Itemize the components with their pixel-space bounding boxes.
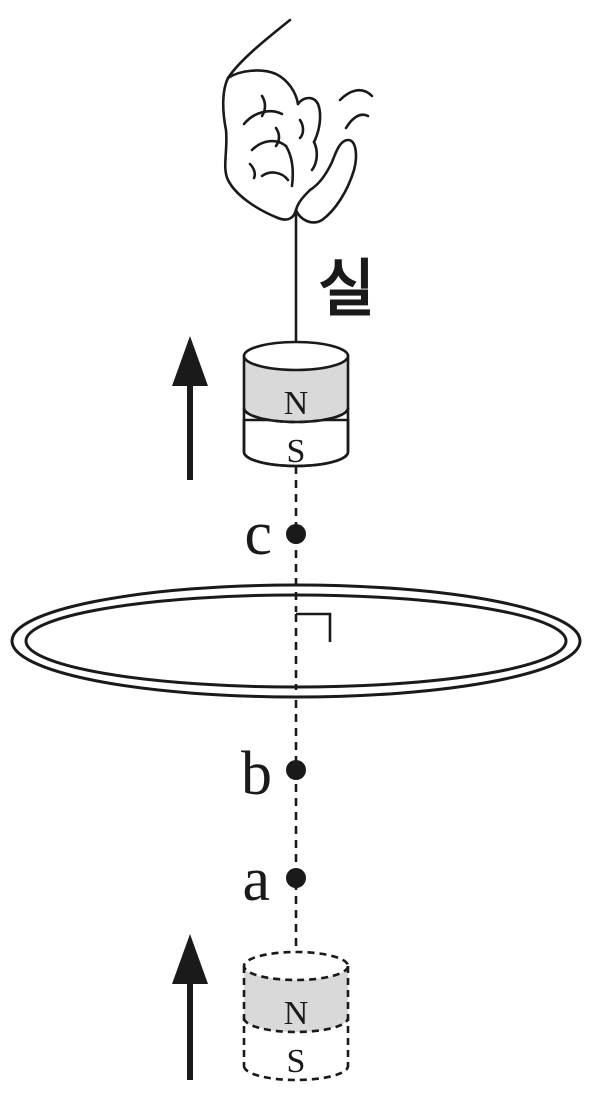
top-magnet: N S	[242, 340, 350, 470]
point-a-dot	[286, 868, 306, 888]
point-b-dot	[286, 760, 306, 780]
right-angle-marker	[296, 612, 332, 642]
point-c-label: c	[244, 500, 272, 568]
string-label: 실	[318, 252, 375, 325]
upward-arrow-top-icon	[172, 336, 208, 480]
top-magnet-north-label: N	[284, 385, 309, 422]
bottom-magnet-south-label: S	[287, 1043, 306, 1080]
hand-icon	[221, 18, 374, 224]
point-a-label: a	[242, 846, 270, 914]
conducting-ring	[10, 583, 582, 699]
bottom-magnet-north-label: N	[284, 995, 309, 1032]
upward-arrow-bottom-icon	[172, 934, 208, 1080]
bottom-magnet: N S	[242, 950, 350, 1082]
top-magnet-south-label: S	[287, 433, 306, 470]
point-b-label: b	[241, 740, 272, 808]
point-c-dot	[286, 524, 306, 544]
